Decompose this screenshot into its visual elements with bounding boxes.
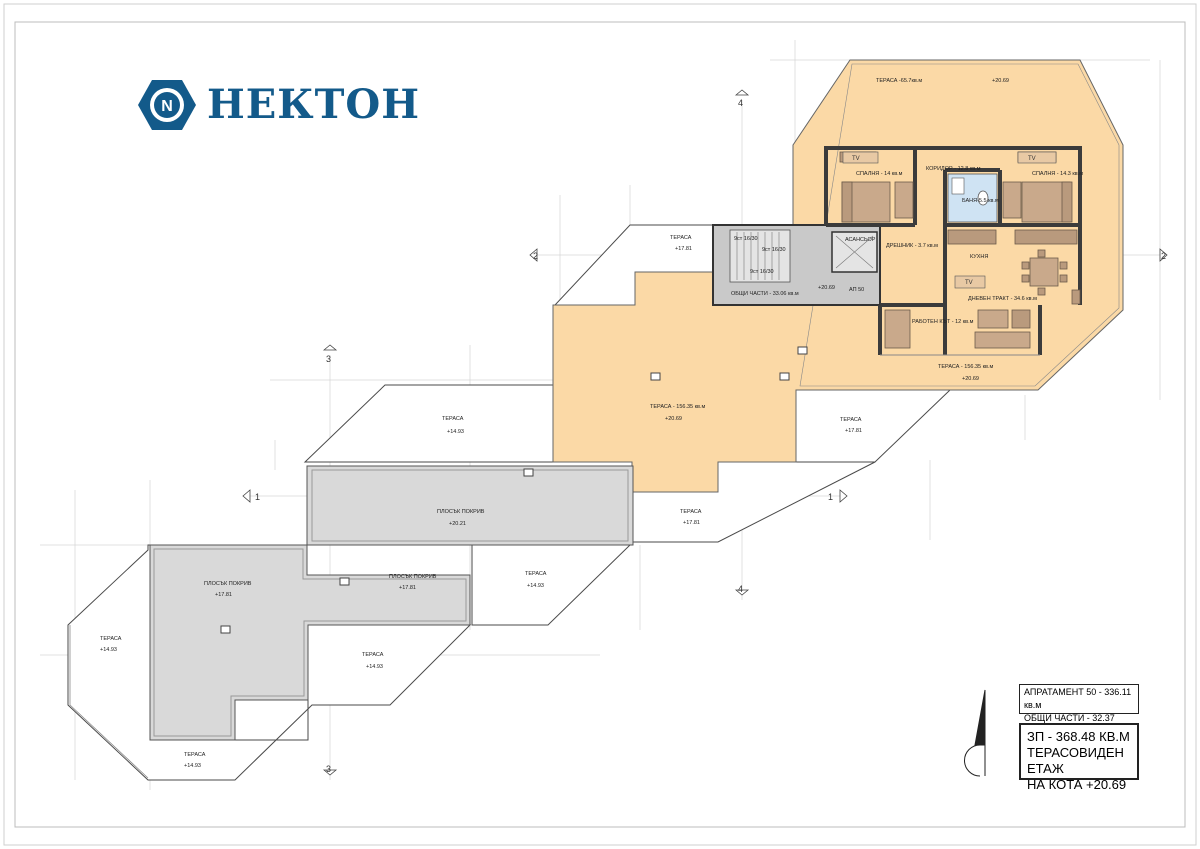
terrace-label: ТЕРАСА <box>670 235 692 241</box>
corridor-label: КОРИДОР - 12.8 кв.м <box>926 166 981 172</box>
dining-table <box>1029 257 1059 287</box>
terrace-level: +17.81 <box>675 246 692 252</box>
stair-label-3: 9ст 16/30 <box>750 269 774 275</box>
roof-label: ПЛОСЪК ПОКРИВ <box>389 574 437 580</box>
terrace-main-label: ТЕРАСА - 156.35 кв.м <box>650 404 705 410</box>
apartment-walls <box>824 146 1082 355</box>
floor-name: ТЕРАСОВИДЕН ЕТАЖ <box>1027 745 1124 776</box>
roof-level: +20.21 <box>449 521 466 527</box>
terrace-label: ТЕРАСА <box>840 417 862 423</box>
level-top: +20.69 <box>992 78 1009 84</box>
axis-label-1-left: 1 <box>255 492 260 502</box>
level-right: +20.69 <box>962 376 979 382</box>
stair-label-1: 9ст 16/30 <box>734 236 758 242</box>
svg-text:N: N <box>161 98 173 115</box>
brand-name: НЕКТОН <box>207 81 421 128</box>
axis-label-2-right: 2 <box>1161 251 1166 261</box>
desk <box>884 309 911 349</box>
terrace-label: ТЕРАСА <box>362 652 384 658</box>
axis-label-2-left: 2 <box>533 251 538 261</box>
flat-roofs <box>149 465 634 741</box>
roof-label: ПЛОСЪК ПОКРИВ <box>437 509 485 515</box>
apartment-area-box: АПРАТАМЕНТ 50 - 336.11 кв.м ОБЩИ ЧАСТИ -… <box>1019 684 1139 736</box>
terrace-level: +14.93 <box>447 429 464 435</box>
terrace-label: ТЕРАСА <box>525 571 547 577</box>
elevator-label: АСАНСЬОР <box>845 237 876 243</box>
north-arrow-icon <box>964 689 986 777</box>
level-common: +20.69 <box>818 285 835 291</box>
terrace-outlines-inner <box>69 625 149 779</box>
terrace-right-label: ТЕРАСА - 156.35 кв.м <box>938 364 993 370</box>
bedroom-1-label: СПАЛНЯ - 14 кв.м <box>856 171 903 177</box>
hex-nut-logo-icon: N <box>138 80 196 130</box>
terrace-label: ТЕРАСА <box>100 636 122 642</box>
tv-units <box>842 151 1057 289</box>
sofa <box>974 331 1031 349</box>
terrace-label: ТЕРАСА <box>184 752 206 758</box>
brand-logo: N НЕКТОН <box>137 78 420 132</box>
stair-label-2: 9ст 16/30 <box>762 247 786 253</box>
floor-level: НА КОТА +20.69 <box>1027 777 1127 792</box>
axis-label-1-right: 1 <box>828 492 833 502</box>
drain-marks <box>220 346 808 634</box>
common-label: ОБЩИ ЧАСТИ - 33.06 кв.м <box>731 291 799 297</box>
living-label: ДНЕВЕН ТРАКТ - 34.6 кв.м <box>968 296 1037 302</box>
apartment-area: АПРАТАМЕНТ 50 - 336.11 кв.м <box>1024 687 1132 710</box>
terrace-label: ТЕРАСА <box>442 416 464 422</box>
apt-label: АП 50 <box>849 287 864 293</box>
terrace-level: +14.93 <box>366 664 383 670</box>
built-area: ЗП - 368.48 КВ.М <box>1027 729 1130 744</box>
stair-core <box>712 224 881 306</box>
bathroom-label: БАНЯ-5.5 кв.м <box>962 198 999 204</box>
axis-markers <box>242 89 1168 776</box>
roof-label: ПЛОСЪК ПОКРИВ <box>204 581 252 587</box>
terrace-level: +14.93 <box>184 763 201 769</box>
terrace-top-label: ТЕРАСА -65.7кв.м <box>876 78 922 84</box>
terrace-level: +14.93 <box>527 583 544 589</box>
level-main: +20.69 <box>665 416 682 422</box>
kitchen-label: КУХНЯ <box>970 254 988 260</box>
floor-info-box: ЗП - 368.48 КВ.М ТЕРАСОВИДЕН ЕТАЖ НА КОТ… <box>1019 723 1139 792</box>
terrace-level: +17.81 <box>845 428 862 434</box>
tv-label-1: TV <box>852 156 860 162</box>
roof-level: +17.81 <box>399 585 416 591</box>
terrace-label: ТЕРАСА <box>680 509 702 515</box>
work-label: РАБОТЕН КЪТ - 12 кв.м <box>912 319 974 325</box>
bedroom-2-label: СПАЛНЯ - 14.3 кв.м <box>1032 171 1083 177</box>
terrace-level: +14.93 <box>100 647 117 653</box>
axis-label-3-top: 3 <box>326 354 331 364</box>
tv-label-3: TV <box>965 280 973 286</box>
roof-level: +17.81 <box>215 592 232 598</box>
kitchen-counter <box>947 229 997 245</box>
terrace-level: +17.81 <box>683 520 700 526</box>
axis-label-4-bottom: 4 <box>738 584 743 594</box>
closet-label: ДРЕШНИК - 3.7 кв.м <box>886 243 938 249</box>
axis-label-3-bottom: 3 <box>326 764 331 774</box>
axis-label-4-top: 4 <box>738 98 743 108</box>
tv-label-2: TV <box>1028 156 1036 162</box>
